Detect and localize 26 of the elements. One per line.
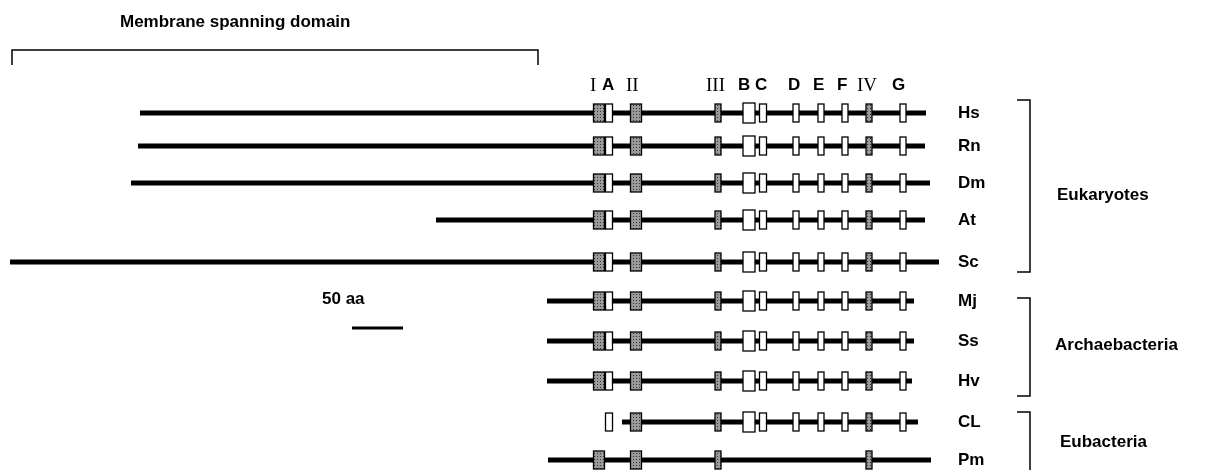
motif-label: IV xyxy=(857,75,878,95)
motif-label: G xyxy=(892,75,906,95)
species-label: Hv xyxy=(958,371,980,391)
motif-label: F xyxy=(837,75,848,95)
motif-label: D xyxy=(788,75,801,95)
species-label: Sc xyxy=(958,252,979,272)
species-label: CL xyxy=(958,412,981,432)
species-label: Pm xyxy=(958,450,985,470)
motif-label: II xyxy=(626,75,639,95)
motif-label: III xyxy=(706,75,725,95)
species-label: Dm xyxy=(958,173,986,193)
group-label: Eukaryotes xyxy=(1057,185,1149,205)
scale-label: 50 aa xyxy=(322,289,365,309)
species-label: Hs xyxy=(958,103,980,123)
species-label: Rn xyxy=(958,136,981,156)
motif-label: E xyxy=(813,75,825,95)
heading: Membrane spanning domain xyxy=(120,12,351,32)
species-label: Mj xyxy=(958,291,977,311)
motif-label: C xyxy=(755,75,768,95)
group-label: Eubacteria xyxy=(1060,432,1147,452)
group-label: Archaebacteria xyxy=(1055,335,1178,355)
species-label: Ss xyxy=(958,331,979,351)
motif-label: I xyxy=(590,75,597,95)
motif-label: B xyxy=(738,75,751,95)
species-label: At xyxy=(958,210,976,230)
motif-label: A xyxy=(602,75,615,95)
